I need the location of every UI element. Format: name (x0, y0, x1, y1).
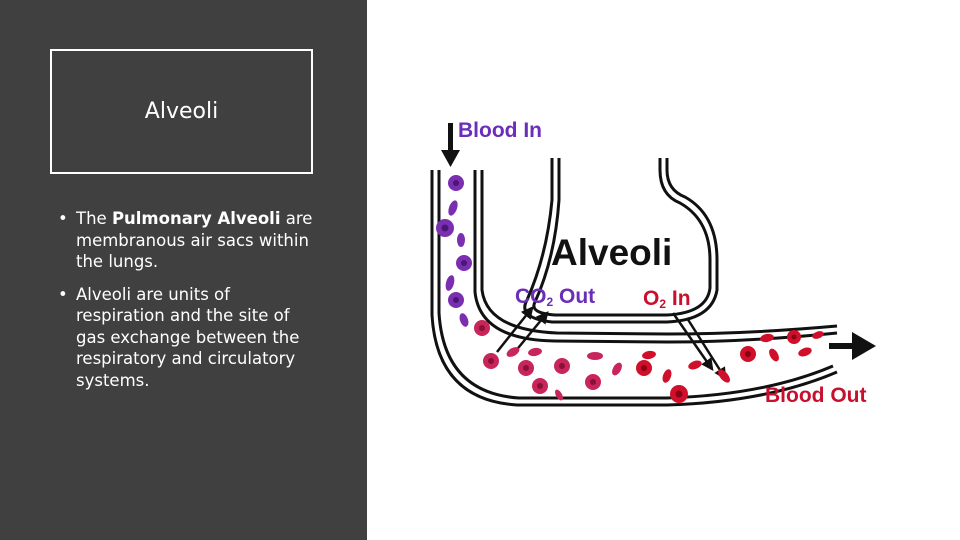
blood-cell (688, 360, 702, 370)
blood-cell (528, 347, 542, 357)
alveolus-sac-inner-line (532, 158, 712, 317)
mixed-cells (474, 320, 622, 401)
co2-out-arrows (496, 306, 549, 354)
label-co2-out: CO2 Out (515, 285, 595, 309)
diagram-svg: Blood In Alveoli CO2 Out O2 In Blood Out (430, 119, 876, 407)
blood-cell (457, 233, 465, 247)
blood-cell (459, 313, 469, 327)
label-blood-out: Blood Out (765, 384, 866, 407)
vessel-inner-wall (480, 170, 838, 336)
bullet-bold-term: Pulmonary Alveoli (111, 209, 281, 228)
blood-out-arrow (829, 332, 876, 360)
label-blood-in: Blood In (458, 119, 542, 142)
slide-title-box: Alveoli (50, 49, 313, 174)
blood-cell (662, 369, 672, 383)
vessel-outer-wall (430, 170, 838, 407)
blood-cell (448, 200, 458, 216)
blood-cell (555, 389, 563, 401)
label-alveoli: Alveoli (551, 232, 672, 273)
label-o2-in: O2 In (643, 287, 691, 311)
blood-cell (769, 348, 779, 362)
blood-cell (718, 369, 730, 383)
bullet-list: The Pulmonary Alveoli are membranous air… (56, 208, 316, 402)
slide-title: Alveoli (144, 99, 219, 124)
vessel-outer-wall-inner-line (437, 170, 834, 400)
blood-cell (445, 275, 455, 291)
blood-cell (642, 350, 656, 360)
left-panel: Alveoli The Pulmonary Alveoli are membra… (0, 0, 367, 540)
deoxygenated-cells (436, 175, 472, 327)
bullet-text: Alveoli are units of respiration and the… (76, 284, 300, 390)
vessel-inner-wall-inner-line (473, 170, 838, 344)
blood-cell (612, 362, 622, 376)
blood-cell (760, 333, 774, 343)
bullet-item: The Pulmonary Alveoli are membranous air… (56, 208, 316, 273)
blood-cell (506, 347, 520, 357)
alveolus-sac-outline (523, 158, 719, 324)
oxygenated-cells (636, 330, 824, 403)
blood-cell (798, 347, 812, 357)
bullet-item: Alveoli are units of respiration and the… (56, 284, 316, 392)
bullet-text: are membranous air sacs within the lungs… (76, 209, 313, 271)
blood-in-arrow (441, 123, 460, 167)
blood-cell (812, 331, 824, 339)
bullet-text: The (76, 209, 112, 228)
o2-in-arrows (671, 312, 727, 381)
alveoli-diagram: Blood In Alveoli CO2 Out O2 In Blood Out (367, 0, 960, 540)
blood-cell (587, 352, 603, 360)
